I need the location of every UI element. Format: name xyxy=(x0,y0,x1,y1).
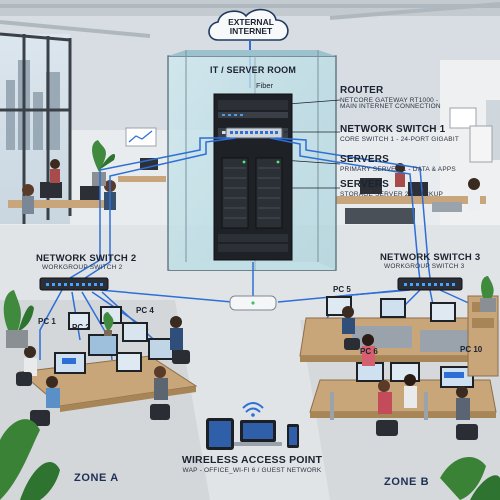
network-switch-1-device xyxy=(225,127,283,139)
network-switch-3-device xyxy=(397,277,463,291)
cloud-label-line2: INTERNET xyxy=(229,26,273,37)
plants xyxy=(0,276,500,500)
pc5-label: PC 5 xyxy=(333,285,351,294)
wap-sub: WAP - OFFICE_WI-FI 6 / GUEST NETWORK xyxy=(182,467,322,475)
servers2-title: SERVERS xyxy=(340,179,390,190)
pc4-label: PC 4 xyxy=(136,306,154,315)
switch2-sub: WORKGROUP SWITCH 2 xyxy=(42,263,123,271)
label-leaders xyxy=(281,99,341,189)
background-desks-left xyxy=(8,127,166,214)
switch2-title: NETWORK SWITCH 2 xyxy=(36,253,137,264)
pc1-label: PC 1 xyxy=(38,317,56,326)
switch1-title: NETWORK SWITCH 1 xyxy=(340,124,446,135)
router-title: ROUTER xyxy=(340,85,384,96)
pc2-label: PC 2 xyxy=(72,323,90,332)
wifi-devices xyxy=(206,418,299,450)
ceiling-ducts xyxy=(0,2,500,38)
servers1-label: SERVERS PRIMARY SERVER 1 - DATA & APPS xyxy=(340,154,456,173)
server-room-title: IT / SERVER ROOM xyxy=(210,65,297,75)
cloud-label: EXTERNAL INTERNET xyxy=(214,17,288,37)
switch2-label: NETWORK SWITCH 2 WORKGROUP SWITCH 2 xyxy=(36,254,136,272)
cloud-label-line1: EXTERNAL xyxy=(228,17,274,27)
internet-cloud-icon xyxy=(208,8,289,41)
servers2-sub: STORAGE SERVER 2 - BACKUP xyxy=(340,190,444,198)
zone-a-label: ZONE A xyxy=(74,472,119,484)
wap-label: WIRELESS ACCESS POINT WAP - OFFICE_WI-FI… xyxy=(180,454,324,475)
zone-a-workstations xyxy=(16,306,198,426)
server-rack xyxy=(213,93,293,261)
router-sub1: NETCORE GATEWAY RT1000 - xyxy=(340,96,439,104)
network-switch-2-device xyxy=(39,277,109,291)
switch3-sub: WORKGROUP SWITCH 3 xyxy=(384,262,465,270)
pc10-label: PC 10 xyxy=(460,345,483,354)
fiber-label: Fiber xyxy=(256,81,274,90)
servers1-sub: PRIMARY SERVER 1 - DATA & APPS xyxy=(340,165,456,173)
wireless-access-point-device xyxy=(229,295,277,417)
switch1-label: NETWORK SWITCH 1 CORE SWITCH 1 - 24-PORT… xyxy=(340,124,460,143)
router-sub2: MAIN INTERNET CONNECTION xyxy=(340,103,441,111)
background-desks-right xyxy=(336,125,493,224)
switch1-sub: CORE SWITCH 1 - 24-PORT GIGABIT xyxy=(340,135,460,143)
router-label: ROUTER NETCORE GATEWAY RT1000 - MAIN INT… xyxy=(340,85,441,111)
switch3-title: NETWORK SWITCH 3 xyxy=(380,252,481,263)
wap-title: WIRELESS ACCESS POINT xyxy=(181,454,323,466)
servers1-title: SERVERS xyxy=(340,154,390,165)
zone-b-label: ZONE B xyxy=(384,476,430,488)
plant-top-left xyxy=(92,140,116,186)
switch3-label: NETWORK SWITCH 3 WORKGROUP SWITCH 3 xyxy=(380,253,480,271)
pc6-label: PC 6 xyxy=(360,347,378,356)
servers2-label: SERVERS STORAGE SERVER 2 - BACKUP xyxy=(340,179,444,198)
